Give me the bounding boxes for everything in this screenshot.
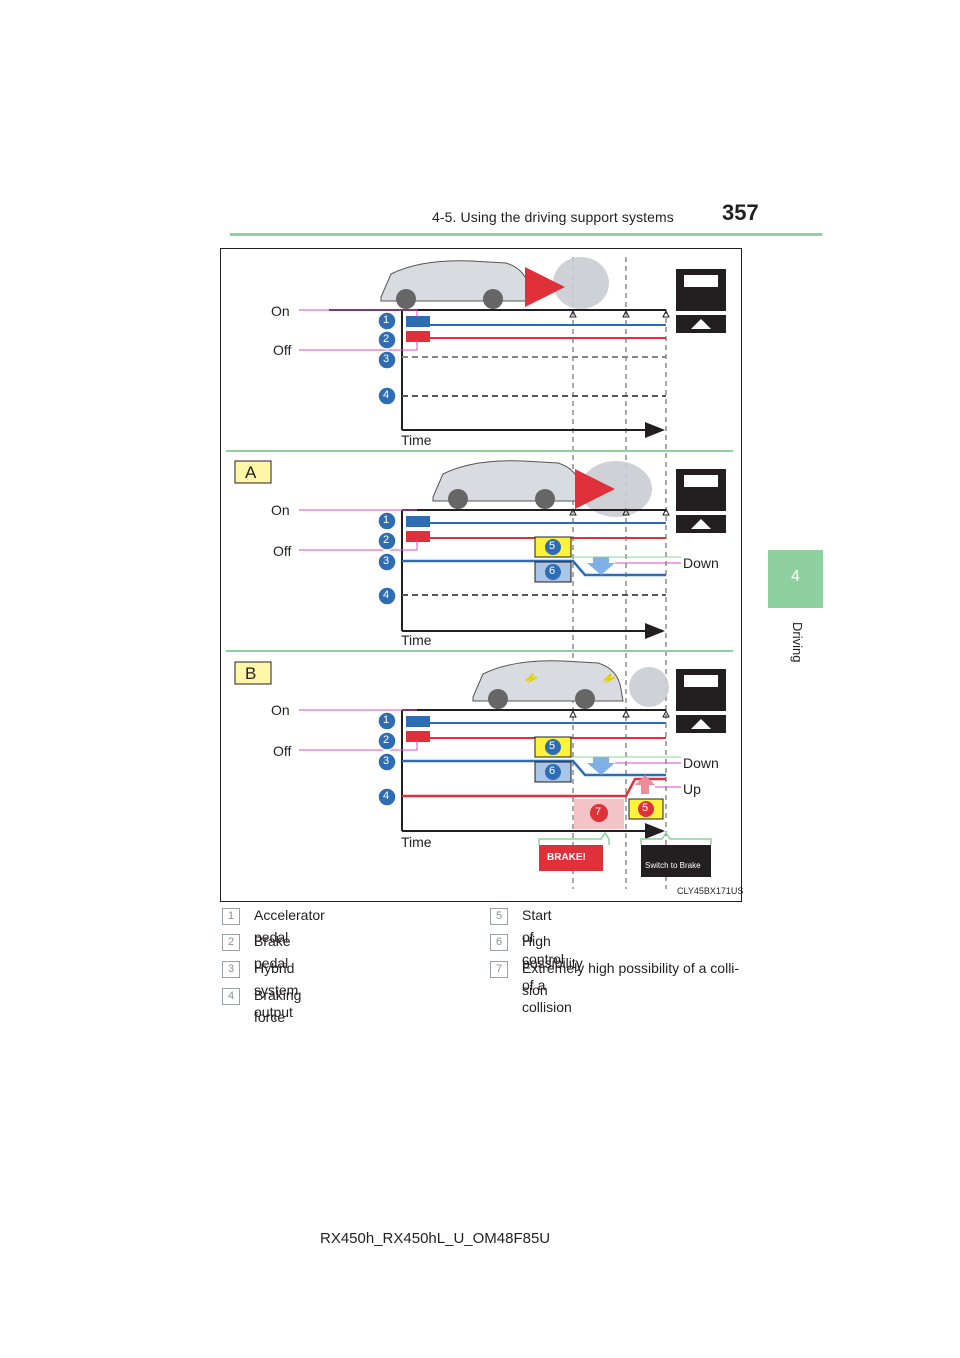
track-number: 2 xyxy=(383,534,390,546)
extreme-callout: 7 xyxy=(595,806,602,818)
figure-code: CLY45BX171US xyxy=(677,886,744,896)
panel-label-box-b xyxy=(234,661,272,685)
panel-label-b: B xyxy=(245,664,257,683)
high-callout: 6 xyxy=(549,765,556,777)
chapter-label: Driving xyxy=(790,622,805,663)
track-number: 1 xyxy=(383,514,390,526)
switch-to-brake-badge: Switch to Brake xyxy=(645,861,701,870)
start-callout: 5 xyxy=(549,740,556,752)
track-number: 2 xyxy=(383,333,390,345)
brake-warning-badge: BRAKE! xyxy=(547,852,586,863)
off-label: Off xyxy=(273,543,292,559)
time-label: Time xyxy=(401,432,432,448)
start-callout: 5 xyxy=(642,802,649,814)
section-b xyxy=(299,660,726,877)
car-icon xyxy=(432,460,584,509)
track-number: 1 xyxy=(383,714,390,726)
legend-item: 7 Extremely high possibility of a colli-… xyxy=(490,960,760,1001)
legend-item: 2 Brake pedal xyxy=(222,933,291,974)
on-label: On xyxy=(271,502,290,518)
vehicle-ahead-icon xyxy=(676,469,726,533)
legend-item: 1 Accelerator pedal xyxy=(222,907,325,948)
car-icon xyxy=(472,660,624,709)
car-icon xyxy=(380,260,532,309)
track-number: 3 xyxy=(383,555,390,567)
time-label: Time xyxy=(401,632,432,648)
vehicle-ahead-icon xyxy=(676,269,726,333)
up-label: Up xyxy=(683,781,701,797)
start-callout: 5 xyxy=(549,540,556,552)
track-number: 2 xyxy=(383,734,390,746)
off-label: Off xyxy=(273,743,292,759)
track-number: 4 xyxy=(383,790,390,802)
vehicle-ahead-icon xyxy=(676,669,726,733)
track-number: 3 xyxy=(383,755,390,767)
legend-item: 3 Hybrid system output xyxy=(222,960,298,1023)
panel-label-box-a xyxy=(234,460,272,484)
collision-timing-figure: On Off Time A On Off Down Time B On Off … xyxy=(220,248,744,902)
panel-label-a: A xyxy=(245,463,257,482)
on-label: On xyxy=(271,702,290,718)
legend-item: 5 Start of control xyxy=(490,907,564,970)
high-callout: 6 xyxy=(549,565,556,577)
header-rule xyxy=(230,233,822,236)
down-label: Down xyxy=(683,755,719,771)
legend-item: 4 Braking force xyxy=(222,987,301,1028)
legend-item: 6 High possibility of a collision xyxy=(490,933,583,1018)
track-number: 4 xyxy=(383,389,390,401)
chapter-number: 4 xyxy=(791,568,800,585)
on-label: On xyxy=(271,303,290,319)
section-a xyxy=(299,460,726,639)
track-number: 3 xyxy=(383,353,390,365)
track-number: 4 xyxy=(383,589,390,601)
time-label: Time xyxy=(401,834,432,850)
page-number: 357 xyxy=(722,200,759,225)
off-label: Off xyxy=(273,342,292,358)
document-code: RX450h_RX450hL_U_OM48F85U xyxy=(320,1230,551,1247)
section-1 xyxy=(299,257,726,438)
down-label: Down xyxy=(683,555,719,571)
chapter-tab xyxy=(768,550,823,608)
time-markers xyxy=(572,257,667,889)
section-title: 4-5. Using the driving support systems xyxy=(432,209,674,225)
figure-drawing xyxy=(226,257,733,889)
track-number: 1 xyxy=(383,314,390,326)
